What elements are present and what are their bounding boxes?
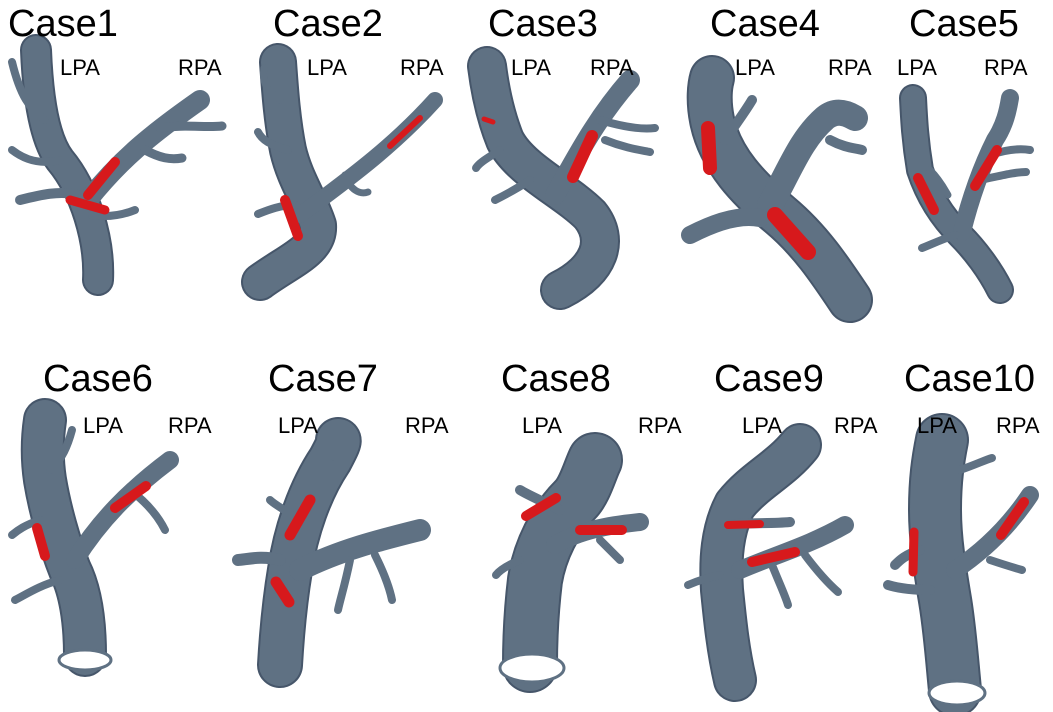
case4-lpa-label: LPA [735, 55, 775, 80]
case4-stents [701, 121, 816, 260]
case8-title: Case8 [501, 358, 611, 400]
case7-title: Case7 [268, 358, 378, 400]
case10-vessel-opening [927, 679, 987, 707]
case7-lpa-label: LPA [278, 413, 318, 438]
case10-lpa-label: LPA [917, 413, 957, 438]
case5-lpa-label: LPA [897, 55, 937, 80]
case9-lpa-label: LPA [742, 413, 782, 438]
case10-stents [908, 497, 1029, 577]
case4-vessel-model [681, 55, 873, 323]
case10-rpa-label: RPA [996, 413, 1040, 438]
case8-rpa-label: RPA [638, 413, 682, 438]
case8-stents [521, 493, 627, 535]
case1-rpa-label: RPA [178, 55, 222, 80]
case9-title: Case9 [714, 358, 824, 400]
case1-lpa-label: LPA [60, 55, 100, 80]
case8-vessel-opening [498, 652, 566, 684]
case4-rpa-label: RPA [828, 55, 872, 80]
case5-title: Case5 [909, 3, 1019, 45]
case6-vessel-opening [57, 648, 113, 672]
case7-rpa-label: RPA [405, 413, 449, 438]
case7-vessel-model [232, 417, 431, 688]
case9-stents [724, 520, 800, 567]
case2-stents [280, 115, 423, 241]
case3-vessel-model [467, 46, 659, 310]
case8-vessel-model [492, 432, 649, 693]
case3-title: Case3 [488, 3, 598, 45]
case7-stents [270, 494, 316, 608]
case6-rpa-label: RPA [168, 413, 212, 438]
case5-stents [913, 145, 1002, 215]
case2-lpa-label: LPA [307, 55, 347, 80]
case10-title: Case10 [904, 358, 1035, 400]
case1-title: Case1 [8, 3, 118, 45]
case2-rpa-label: RPA [400, 55, 444, 80]
case9-rpa-label: RPA [834, 413, 878, 438]
case6-lpa-label: LPA [83, 413, 123, 438]
case8-lpa-label: LPA [522, 413, 562, 438]
case2-title: Case2 [273, 3, 383, 45]
case1-stents [65, 157, 120, 215]
case3-stents [481, 116, 598, 183]
case4-title: Case4 [710, 3, 820, 45]
case5-rpa-label: RPA [984, 55, 1028, 80]
case6-stents [32, 481, 151, 561]
case3-lpa-label: LPA [511, 55, 551, 80]
case3-rpa-label: RPA [590, 55, 634, 80]
case2-vessel-model [241, 43, 443, 301]
case6-title: Case6 [43, 358, 153, 400]
